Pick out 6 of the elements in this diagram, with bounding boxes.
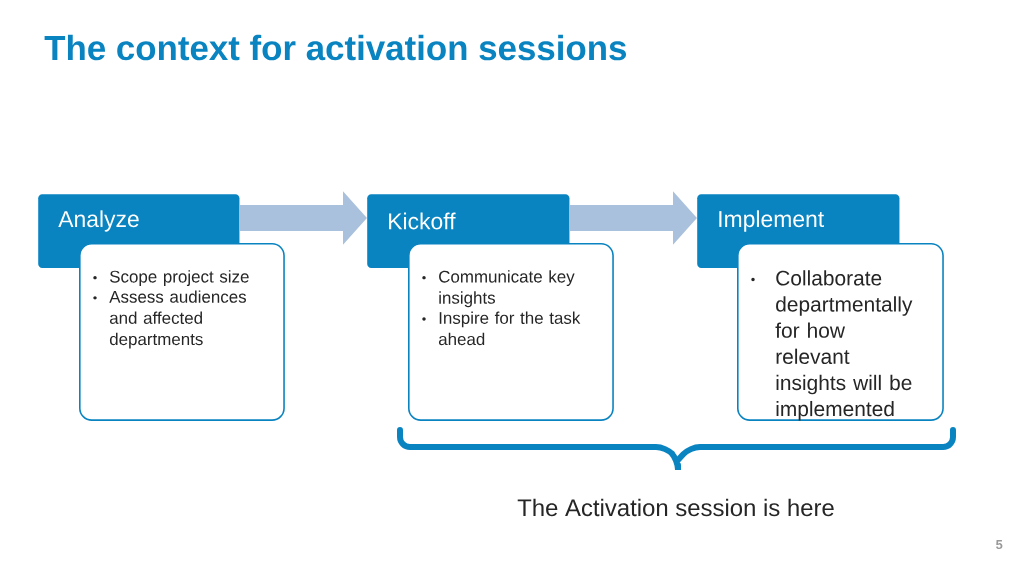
- bullet-box: Communicate key insights Inspire for the task ahead: [408, 243, 614, 421]
- bullet-box: Collaborate departmentally for how relevant insights will be implemented: [737, 243, 944, 421]
- caption-text: The Activation session is here: [517, 498, 834, 517]
- page-number: 5: [996, 540, 1003, 550]
- title: The context for activation sessions: [44, 34, 626, 61]
- bullet-box: Scope project size Assess audiences and affected departments: [79, 243, 285, 421]
